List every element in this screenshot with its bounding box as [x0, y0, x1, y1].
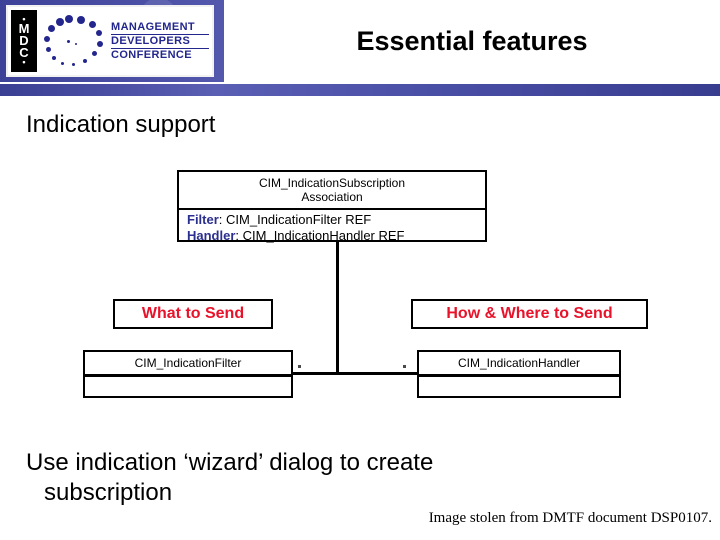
- attribute-separator-filter: :: [218, 212, 227, 227]
- attribute-value-handler: CIM_IndicationHandler REF: [242, 228, 405, 243]
- indication-subscription-diagram: CIM_IndicationSubscription Association F…: [0, 160, 720, 415]
- class-body-indication-filter: [85, 377, 291, 396]
- header-white-plate: [224, 0, 720, 82]
- attribute-row-filter: Filter: CIM_IndicationFilter REF: [187, 212, 485, 228]
- slide-header: • M D C • MANAGEMENT DEVELOPERS: [0, 0, 720, 96]
- connector-dot-right: [403, 365, 406, 368]
- class-box-association: CIM_IndicationSubscription Association F…: [177, 170, 487, 244]
- logo-mdc-monogram: • M D C •: [11, 10, 37, 72]
- attribute-row-handler: Handler: CIM_IndicationHandler REF: [187, 228, 485, 244]
- class-box-indication-filter: CIM_IndicationFilter: [83, 350, 293, 398]
- class-box-indication-handler: CIM_IndicationHandler: [417, 350, 621, 398]
- association-class-name-line1: CIM_IndicationSubscription: [258, 176, 406, 190]
- logo-dot-top-icon: •: [22, 14, 26, 24]
- callout-what-to-send: What to Send: [113, 299, 273, 329]
- logo-dot-ring-icon: [37, 10, 109, 72]
- bullet-wizard-line1: Use indication ‘wizard’ dialog to create: [26, 449, 434, 476]
- class-name-indication-handler: CIM_IndicationHandler: [419, 352, 619, 377]
- logo-letter-c: C: [19, 45, 29, 60]
- bullet-use-indication-wizard: Use indication ‘wizard’ dialog to create…: [26, 448, 646, 508]
- class-body-indication-handler: [419, 377, 619, 396]
- association-class-header: CIM_IndicationSubscription Association: [179, 172, 485, 210]
- logo-dot-bottom-icon: •: [22, 57, 26, 67]
- association-class-name-line2: Association: [301, 190, 363, 204]
- association-class-attributes: Filter: CIM_IndicationFilter REF Handler…: [179, 210, 485, 244]
- header-accent-stripe: [0, 84, 720, 96]
- connector-horizontal: [290, 372, 420, 375]
- attribute-key-filter: Filter: [187, 212, 219, 227]
- attribute-separator-handler: :: [235, 228, 243, 243]
- mdc-conference-logo: • M D C • MANAGEMENT DEVELOPERS: [6, 5, 214, 77]
- attribute-value-filter: CIM_IndicationFilter REF: [226, 212, 372, 227]
- bullet-indication-support: Indication support: [26, 111, 216, 138]
- page-title: Essential features: [356, 26, 588, 56]
- footer-attribution: Image stolen from DMTF document DSP0107.: [428, 510, 712, 526]
- callout-how-and-where-to-send: How & Where to Send: [411, 299, 648, 329]
- logo-wordmark: MANAGEMENT DEVELOPERS CONFERENCE: [109, 10, 209, 72]
- logo-letter-m: M: [18, 21, 30, 36]
- logo-word-conference: CONFERENCE: [111, 48, 193, 61]
- attribute-key-handler: Handler: [187, 228, 236, 243]
- connector-dot-left: [298, 365, 301, 368]
- class-name-indication-filter: CIM_IndicationFilter: [85, 352, 291, 377]
- connector-vertical: [336, 242, 339, 374]
- logo-letter-d: D: [19, 33, 29, 48]
- bullet-wizard-line2: subscription: [44, 479, 173, 506]
- logo-word-developers: DEVELOPERS: [111, 35, 209, 49]
- logo-word-management: MANAGEMENT: [111, 21, 209, 35]
